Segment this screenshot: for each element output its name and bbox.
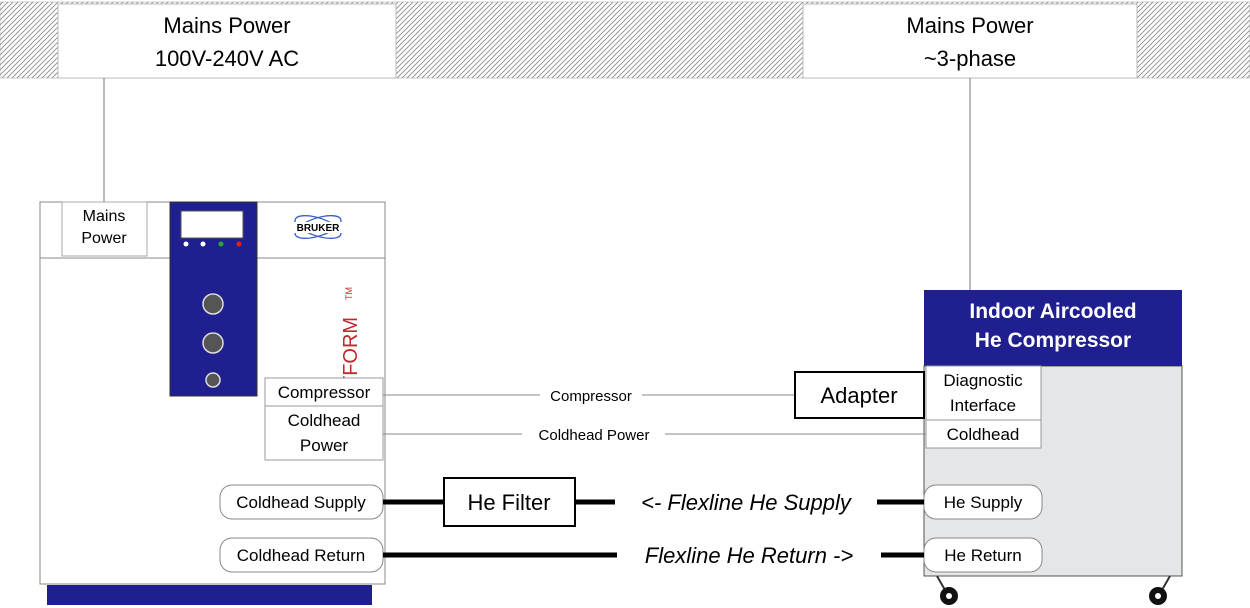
port-diagnostic-2: Interface: [950, 396, 1016, 415]
controller-base: [47, 585, 372, 605]
port-coldhead-power: Coldhead: [288, 411, 361, 430]
port-he-return: He Return: [944, 546, 1021, 565]
controller-mains-label: Mains: [83, 208, 126, 225]
adapter-label: Adapter: [820, 383, 897, 408]
knob-top-icon: [202, 293, 224, 315]
knob-middle-icon: [202, 332, 224, 354]
compressor-title-2: He Compressor: [975, 329, 1131, 352]
mains-left-label: Mains Power: [163, 13, 290, 38]
controller-unit: Mains Power BRUKER TFORM O TM Compressor…: [39, 201, 386, 605]
port-coldhead: Coldhead: [947, 425, 1020, 444]
platform-vertical-text: TFORM: [340, 317, 362, 388]
compressor-unit: Indoor Aircooled He Compressor Diagnosti…: [923, 290, 1183, 605]
he-filter-box: [443, 477, 576, 527]
compressor-cable-label: Compressor: [550, 388, 632, 405]
compressor-header: [924, 290, 1182, 366]
mains-power-left: Mains Power 100V-240V AC: [57, 3, 397, 79]
knob-bottom-icon: [205, 372, 221, 388]
adapter-box: [794, 371, 925, 419]
mains-right-label: Mains Power: [906, 13, 1033, 38]
flexline-supply-label: <- Flexline He Supply: [641, 490, 853, 515]
brand-name: BRUKER: [297, 223, 341, 234]
bruker-logo: BRUKER: [292, 215, 344, 239]
compressor-title: Indoor Aircooled: [969, 300, 1136, 323]
port-coldhead-return: Coldhead Return: [237, 546, 366, 565]
mains-left-voltage: 100V-240V AC: [155, 46, 299, 71]
wheel-left-icon: [940, 587, 958, 605]
trademark-mark: TM: [344, 287, 354, 300]
coldhead-power-cable-label: Coldhead Power: [539, 427, 650, 444]
port-compressor: Compressor: [278, 383, 371, 402]
port-he-supply: He Supply: [944, 493, 1023, 512]
wheel-right-icon: [1149, 587, 1167, 605]
mains-power-right: Mains Power ~3-phase: [802, 3, 1138, 79]
port-coldhead-power-2: Power: [300, 436, 349, 455]
he-filter-label: He Filter: [467, 490, 550, 515]
port-diagnostic: Diagnostic: [943, 371, 1023, 390]
display-screen: [180, 210, 244, 239]
mains-right-phase: ~3-phase: [924, 46, 1016, 71]
flexline-return-label: Flexline He Return ->: [645, 543, 854, 568]
controller-mains-label-2: Power: [81, 230, 127, 247]
port-coldhead-supply: Coldhead Supply: [236, 493, 366, 512]
